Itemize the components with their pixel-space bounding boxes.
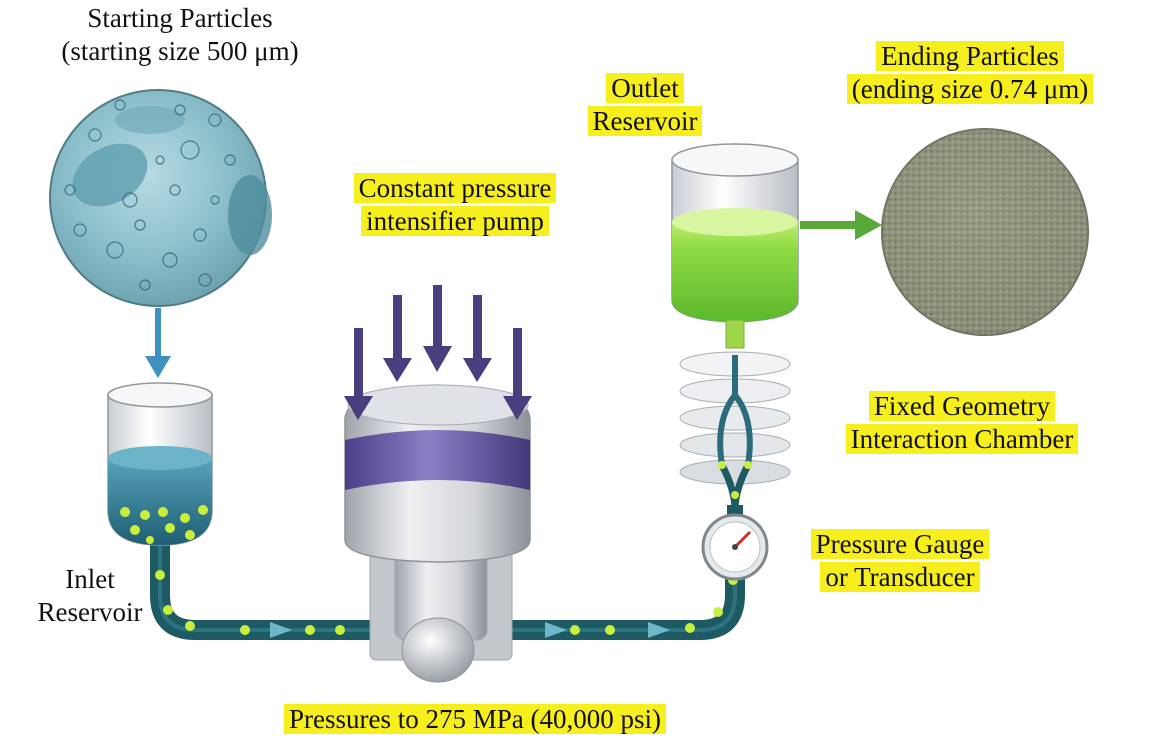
intensifier-pump [344, 285, 532, 683]
ending-particles-size: (ending size 0.74 μm) [846, 74, 1094, 104]
chamber-label-line2: Interaction Chamber [845, 424, 1079, 454]
arrow-right-icon [800, 210, 882, 240]
outlet-reservoir-label: Outlet Reservoir [575, 72, 715, 138]
inlet-reservoir [107, 382, 213, 546]
inlet-reservoir-label: Inlet Reservoir [15, 563, 165, 629]
pressure-gauge-icon [701, 505, 769, 581]
ending-particles-label: Ending Particles (ending size 0.74 μm) [790, 40, 1150, 106]
ending-particles-image [881, 128, 1089, 336]
pump-label-line2: intensifier pump [361, 206, 549, 236]
outlet-label-line1: Outlet [606, 73, 684, 103]
pressure-rating-label: Pressures to 275 MPa (40,000 psi) [215, 703, 735, 736]
outlet-label-line2: Reservoir [587, 106, 703, 136]
arrow-down-icon [145, 308, 171, 378]
pressure-arrows-icon [344, 285, 532, 420]
pressure-gauge-label: Pressure Gauge or Transducer [780, 528, 1020, 594]
pressure-rating-text: Pressures to 275 MPa (40,000 psi) [284, 704, 666, 734]
outlet-reservoir [671, 143, 799, 349]
pump-label-line1: Constant pressure [353, 173, 557, 203]
chamber-label-line1: Fixed Geometry [868, 391, 1056, 421]
gauge-label-line2: or Transducer [820, 562, 980, 592]
inlet-label-line1: Inlet [65, 564, 115, 594]
interaction-chamber-label: Fixed Geometry Interaction Chamber [812, 390, 1112, 456]
starting-particles-title: Starting Particles [87, 3, 273, 33]
starting-particles-image [49, 89, 272, 307]
interaction-chamber [679, 351, 791, 511]
starting-particles-size: (starting size 500 μm) [61, 36, 299, 66]
pump-label: Constant pressure intensifier pump [305, 172, 605, 238]
ending-particles-title: Ending Particles [876, 41, 1064, 71]
gauge-label-line1: Pressure Gauge [810, 529, 990, 559]
starting-particles-label: Starting Particles (starting size 500 μm… [10, 2, 350, 68]
inlet-label-line2: Reservoir [37, 597, 143, 627]
